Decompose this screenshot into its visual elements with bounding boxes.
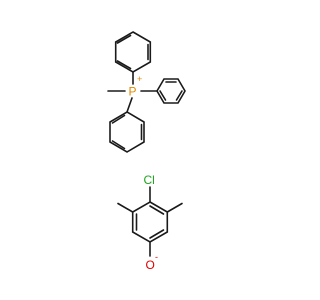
phenolate-charge: - xyxy=(155,252,158,262)
phenyl-ring-right xyxy=(156,78,186,104)
chlorine-atom-label: Cl xyxy=(144,173,155,187)
phosphonium-charge: + xyxy=(137,74,142,84)
structure-canvas: P + Cl O - xyxy=(107,31,186,272)
bond-c-methyl-left xyxy=(117,202,134,213)
phenolate-anion: Cl O - xyxy=(117,173,183,272)
phenolate-ring xyxy=(131,201,169,243)
phenyl-ring-bottom xyxy=(109,111,145,153)
phosphonium-cation: P + xyxy=(107,31,186,153)
phosphorus-atom-label: P xyxy=(129,85,137,99)
bond-c-methyl-right xyxy=(166,202,183,213)
phenyl-ring-top xyxy=(114,31,152,73)
bond-p-phenyl-bottom xyxy=(126,97,133,113)
oxygen-atom-label: O xyxy=(146,258,155,272)
